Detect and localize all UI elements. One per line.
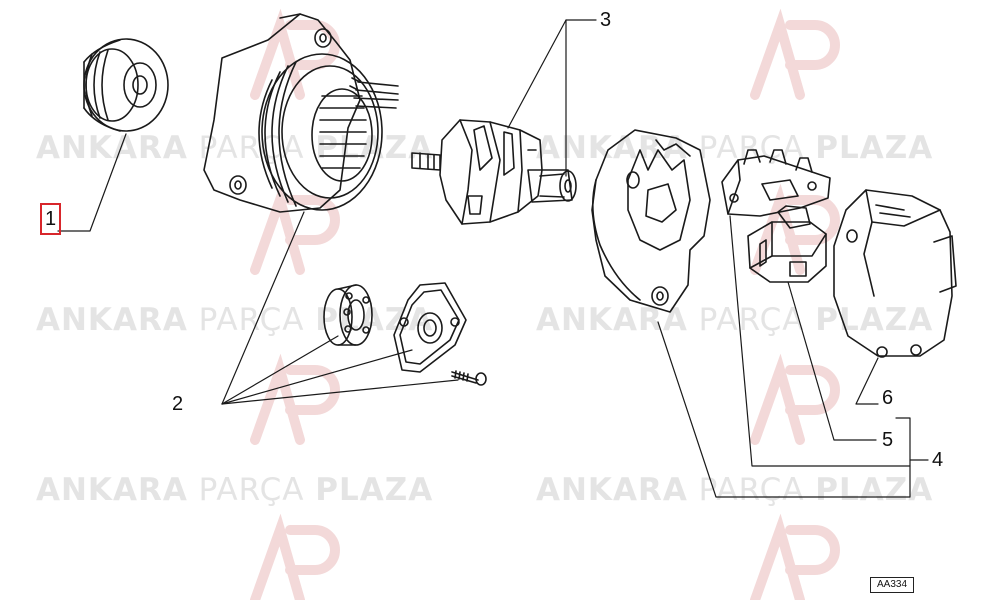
reference-code-label: AA334 xyxy=(870,577,914,593)
pulley-part xyxy=(83,38,169,132)
leader-line-2a xyxy=(221,211,305,405)
leader-line-4b xyxy=(729,215,911,467)
leader-line-3a xyxy=(507,19,597,129)
bearing-part xyxy=(323,284,373,346)
callout-1: 1 xyxy=(40,203,62,235)
watermark-logo xyxy=(250,183,340,275)
watermark-logo xyxy=(750,353,840,445)
rotor-part xyxy=(411,119,577,225)
front-housing-part xyxy=(203,13,399,213)
leader-line-1 xyxy=(57,133,127,232)
watermark-logo xyxy=(750,8,840,100)
rear-housing-part xyxy=(591,129,711,313)
leader-line-5 xyxy=(787,281,877,441)
callout-3: 3 xyxy=(600,9,612,31)
watermark-logo xyxy=(250,513,340,600)
leader-line-4-bracket xyxy=(657,321,911,498)
leader-line-2d xyxy=(221,379,459,405)
watermark-text: ANKARA PARÇA PLAZA xyxy=(536,472,934,508)
watermark-text: ANKARA PARÇA PLAZA xyxy=(36,472,434,508)
leader-line-2b xyxy=(221,335,339,405)
leader-line-4 xyxy=(895,417,929,461)
callout-4: 4 xyxy=(932,449,944,471)
rear-cover-part xyxy=(833,189,957,358)
watermark-logo xyxy=(750,513,840,600)
leader-line-2c xyxy=(221,349,413,405)
leader-line-6 xyxy=(855,357,879,405)
watermark-logo xyxy=(250,8,340,100)
callout-5: 5 xyxy=(882,429,894,451)
leader-lines xyxy=(57,19,929,498)
screw-part xyxy=(451,370,487,386)
retaining-plate-part xyxy=(393,282,467,373)
watermark-text: ANKARA PARÇA PLAZA xyxy=(36,302,434,338)
rectifier-part xyxy=(721,149,831,217)
voltage-regulator-part xyxy=(747,205,827,283)
callout-6: 6 xyxy=(882,387,894,409)
callout-2: 2 xyxy=(172,393,184,415)
